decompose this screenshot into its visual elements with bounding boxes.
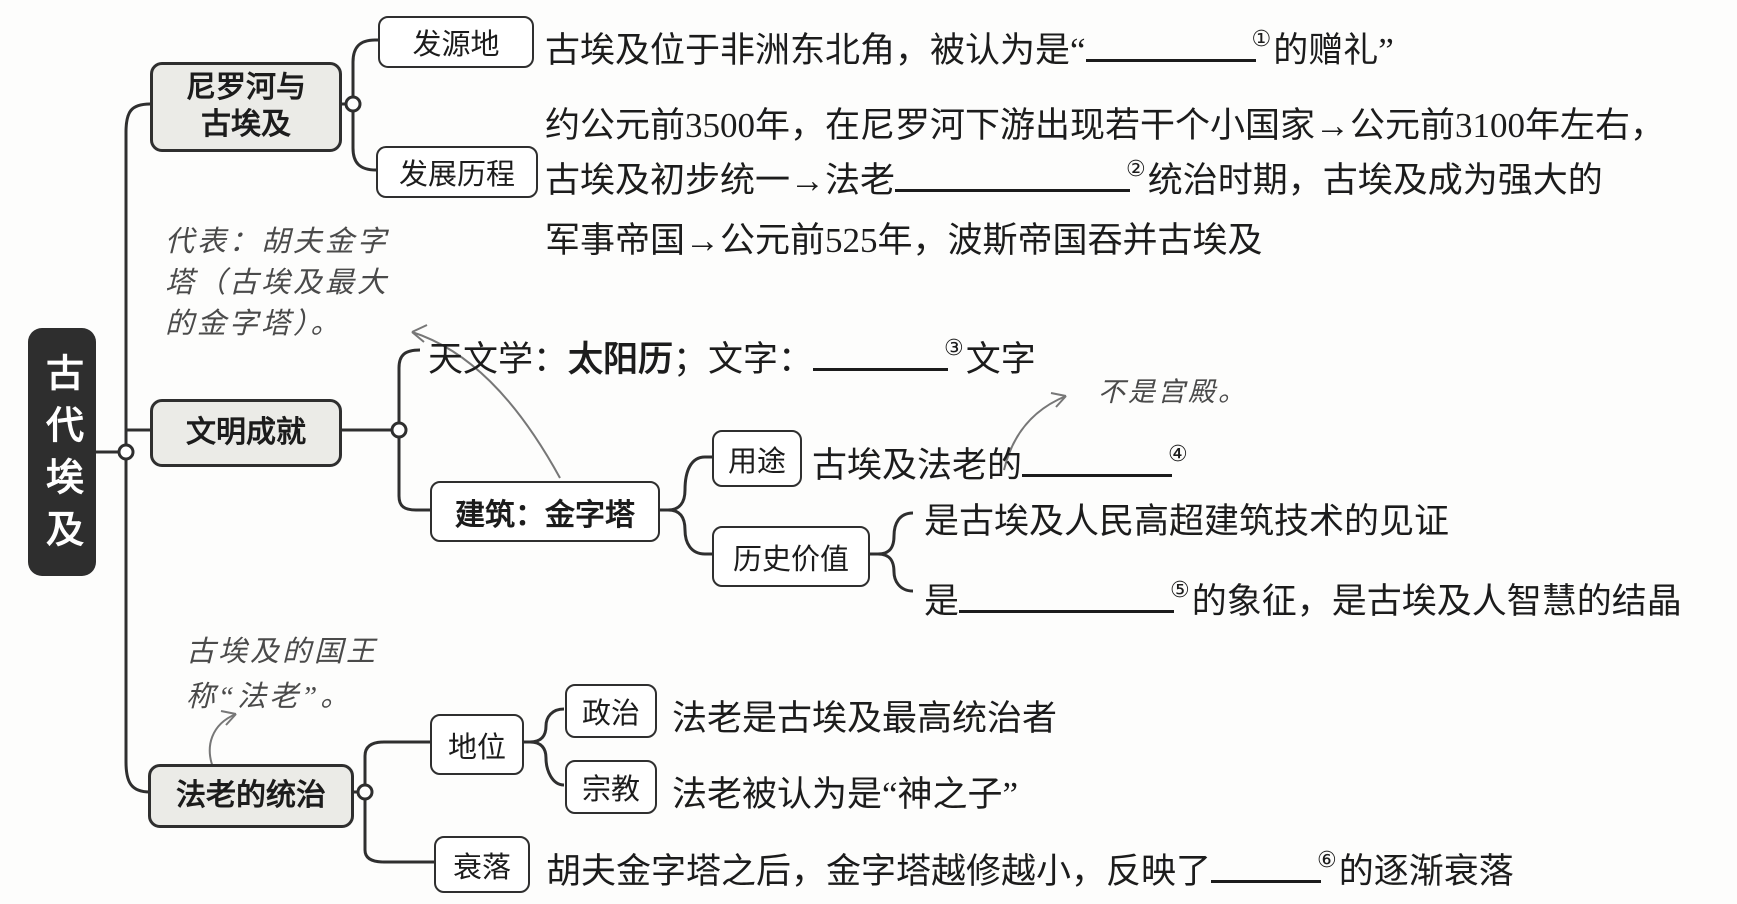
blank-3 xyxy=(813,362,949,371)
nile-up xyxy=(351,38,378,97)
arrow-to-palace-note xyxy=(1003,395,1067,471)
history-line2-before: 古埃及初步统一→法老 xyxy=(545,161,896,200)
value-line2-after: 的象征，是古埃及人智慧的结晶 xyxy=(1191,582,1682,621)
junction-civ xyxy=(390,421,408,439)
circled-note-2: ② xyxy=(1126,157,1146,182)
handwritten-note-khufu: 代表：胡夫金字 塔（古埃及最大 的金字塔）。 xyxy=(165,222,389,345)
circled-note-1: ① xyxy=(1251,27,1272,52)
origin-label: 发源地 xyxy=(412,27,500,61)
circled-note-6: ⑥ xyxy=(1317,848,1337,873)
arrow-to-palace-head xyxy=(1050,392,1067,408)
branch-civilization: 文明成就 xyxy=(150,399,342,467)
child-box-purpose: 用途 xyxy=(712,430,802,487)
science-bold-term: 太阳历 xyxy=(568,340,674,379)
value-up xyxy=(866,511,914,556)
historical-value-label: 历史价值 xyxy=(732,541,849,576)
handwritten-note-pharaoh: 古埃及的国王 称“法老”。 xyxy=(186,630,378,720)
history-line2: 古埃及初步统一→法老 ②统治时期，古埃及成为强大的 xyxy=(545,153,1665,213)
value-line1-text: 是古埃及人民高超建筑技术的见证 xyxy=(924,502,1450,541)
child-box-historical-value: 历史价值 xyxy=(712,526,870,587)
child-box-religion: 宗教 xyxy=(565,760,657,814)
pharaoh-note-line1: 古埃及的国王 xyxy=(186,636,379,668)
arrow-to-pharaoh-note xyxy=(208,713,237,771)
child-box-architecture: 建筑：金字塔 xyxy=(430,481,660,542)
arch-down xyxy=(667,508,712,556)
branch-civilization-label: 文明成就 xyxy=(186,414,306,450)
history-label: 发展历程 xyxy=(398,157,515,191)
arrow-to-pharaoh-head xyxy=(220,710,237,726)
child-box-history: 发展历程 xyxy=(376,146,538,198)
circled-note-3: ③ xyxy=(944,336,964,361)
blank-1 xyxy=(1085,53,1256,62)
child-box-decline: 衰落 xyxy=(434,836,530,893)
architecture-label: 建筑：金字塔 xyxy=(455,497,635,533)
science-text-line: 天文学：太阳历；文字： ③文字 xyxy=(428,331,1036,382)
purpose-text-line: 古埃及法老的 ④ xyxy=(812,437,1190,488)
purpose-text-before: 古埃及法老的 xyxy=(812,446,1023,485)
civ-up xyxy=(397,348,421,423)
circled-note-4: ④ xyxy=(1168,442,1188,467)
politics-label: 政治 xyxy=(581,696,640,730)
junction-nile xyxy=(344,95,362,113)
blank-5 xyxy=(959,604,1175,613)
arch-up xyxy=(656,455,712,512)
branch-pharaoh-label: 法老的统治 xyxy=(176,777,326,813)
arrow-to-khufu-head xyxy=(411,324,428,343)
history-line2-after: 统治时期，古埃及成为强大的 xyxy=(1147,161,1603,200)
junction-pharaoh xyxy=(356,783,374,801)
decline-label: 衰落 xyxy=(452,849,511,884)
branch-nile-and-egypt: 尼罗河与 古埃及 xyxy=(150,62,342,152)
child-box-status: 地位 xyxy=(430,714,524,775)
decline-text-before: 胡夫金字塔之后，金字塔越修越小，反映了 xyxy=(546,852,1212,891)
root-label: 古代埃及 xyxy=(39,353,84,561)
science-prefix: 天文学： xyxy=(428,340,569,379)
status-down xyxy=(529,740,565,787)
religion-text-line: 法老被认为是“神之子” xyxy=(672,766,1018,817)
khufu-note-line1: 代表：胡夫金字 xyxy=(165,226,390,258)
history-paragraph: 约公元前3500年，在尼罗河下游出现若干个小国家→公元前3100年左右， 古埃及… xyxy=(545,98,1665,268)
branch-pharaoh-rule: 法老的统治 xyxy=(148,764,354,828)
child-box-politics: 政治 xyxy=(565,684,657,738)
root-node-ancient-egypt: 古代埃及 xyxy=(28,328,96,576)
civ-down xyxy=(397,437,430,512)
purpose-label: 用途 xyxy=(727,443,786,478)
junction-root xyxy=(117,443,135,461)
arrow-to-khufu-note xyxy=(411,331,561,479)
nile-down xyxy=(351,111,377,172)
value-text-line2: 是 ⑤的象征，是古埃及人智慧的结晶 xyxy=(924,573,1682,624)
pharaoh-up xyxy=(363,740,430,785)
value-down xyxy=(877,552,914,593)
religion-text: 法老被认为是“神之子” xyxy=(672,775,1019,814)
decline-text-line: 胡夫金字塔之后，金字塔越修越小，反映了 ⑥的逐渐衰落 xyxy=(546,843,1514,894)
khufu-note-line3: 的金字塔）。 xyxy=(165,308,343,340)
khufu-note-line2: 塔（古埃及最大 xyxy=(165,267,390,299)
science-middle: ；文字： xyxy=(673,340,814,379)
religion-label: 宗教 xyxy=(581,772,640,806)
politics-text: 法老是古埃及最高统治者 xyxy=(672,699,1058,738)
value-text-line1: 是古埃及人民高超建筑技术的见证 xyxy=(924,493,1449,544)
branch-nile-label-line2: 古埃及 xyxy=(201,107,291,142)
value-line2-before: 是 xyxy=(924,582,960,621)
palace-note-text: 不是宫殿。 xyxy=(1098,377,1248,407)
decline-text-after: 的逐渐衰落 xyxy=(1338,852,1514,891)
origin-text-before: 古埃及位于非洲东北角，被认为是“ xyxy=(545,31,1086,70)
history-line1: 约公元前3500年，在尼罗河下游出现若干个小国家→公元前3100年左右， xyxy=(545,106,1666,145)
politics-text-line: 法老是古埃及最高统治者 xyxy=(672,690,1057,741)
blank-2 xyxy=(895,183,1131,192)
history-line3: 军事帝国→公元前525年，波斯帝国吞并古埃及 xyxy=(545,221,1263,260)
blank-4 xyxy=(1022,468,1173,477)
status-up xyxy=(520,707,565,744)
child-box-origin: 发源地 xyxy=(378,16,534,68)
circled-note-5: ⑤ xyxy=(1170,578,1190,603)
blank-6 xyxy=(1211,874,1322,883)
pharaoh-note-line2: 称“法老”。 xyxy=(186,681,353,713)
handwritten-note-not-palace: 不是宫殿。 xyxy=(1098,372,1248,413)
branch-nile-label-line1: 尼罗河与 xyxy=(186,70,306,106)
science-suffix: 文字 xyxy=(965,340,1036,379)
pharaoh-down xyxy=(363,799,434,864)
status-label: 地位 xyxy=(447,729,506,764)
origin-text-after: 的赠礼” xyxy=(1273,31,1394,70)
origin-text-line: 古埃及位于非洲东北角，被认为是“ ①的赠礼” xyxy=(545,22,1394,73)
